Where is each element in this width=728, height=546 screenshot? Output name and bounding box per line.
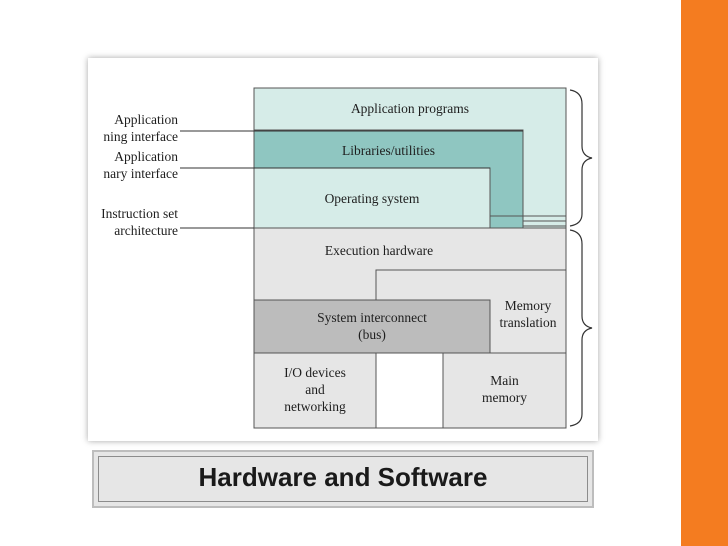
abi-label-line2: nary interface (103, 166, 178, 181)
memory-translation-label: Memory translation (490, 298, 566, 332)
api-label-line2: ning interface (103, 129, 178, 144)
io-devices-label: I/O devices and networking (254, 365, 376, 416)
system-interconnect-label: System interconnect (bus) (254, 310, 490, 344)
application-programs-label: Application programs (350, 101, 470, 116)
io-line2: and (305, 381, 325, 397)
interface-labels: Application ning interface Application n… (88, 100, 178, 260)
system-interconnect-line1: System interconnect (317, 310, 427, 325)
software-brace (569, 89, 593, 227)
main-memory-line2: memory (482, 389, 527, 405)
slide-title: Hardware and Software (198, 462, 488, 492)
orange-accent-bar (681, 0, 728, 546)
main-memory-line1: Main (490, 373, 519, 388)
io-line3: networking (284, 398, 346, 414)
libraries-utilities-label: Libraries/utilities (342, 143, 435, 158)
slide-title-frame (98, 456, 588, 502)
isa-label-line1: Instruction set (101, 206, 178, 221)
isa-label-line2: architecture (114, 223, 178, 238)
io-line1: I/O devices (284, 365, 346, 380)
memory-translation-line1: Memory (504, 298, 552, 313)
main-memory-box (442, 352, 567, 429)
io-devices-box (253, 352, 377, 429)
memory-translation-line2: translation (499, 314, 557, 330)
main-memory-label: Main memory (443, 373, 566, 407)
system-interconnect-line2: (bus) (358, 326, 386, 342)
gap-box (375, 352, 444, 429)
hardware-brace (569, 229, 593, 427)
api-label-line1: Application (114, 112, 178, 127)
slide-title-box: Hardware and Software (92, 450, 594, 508)
system-interconnect-box (253, 299, 491, 354)
execution-hardware-label: Execution hardware (324, 243, 434, 258)
abi-label-line1: Application (114, 149, 178, 164)
operating-system-label: Operating system (324, 191, 420, 206)
